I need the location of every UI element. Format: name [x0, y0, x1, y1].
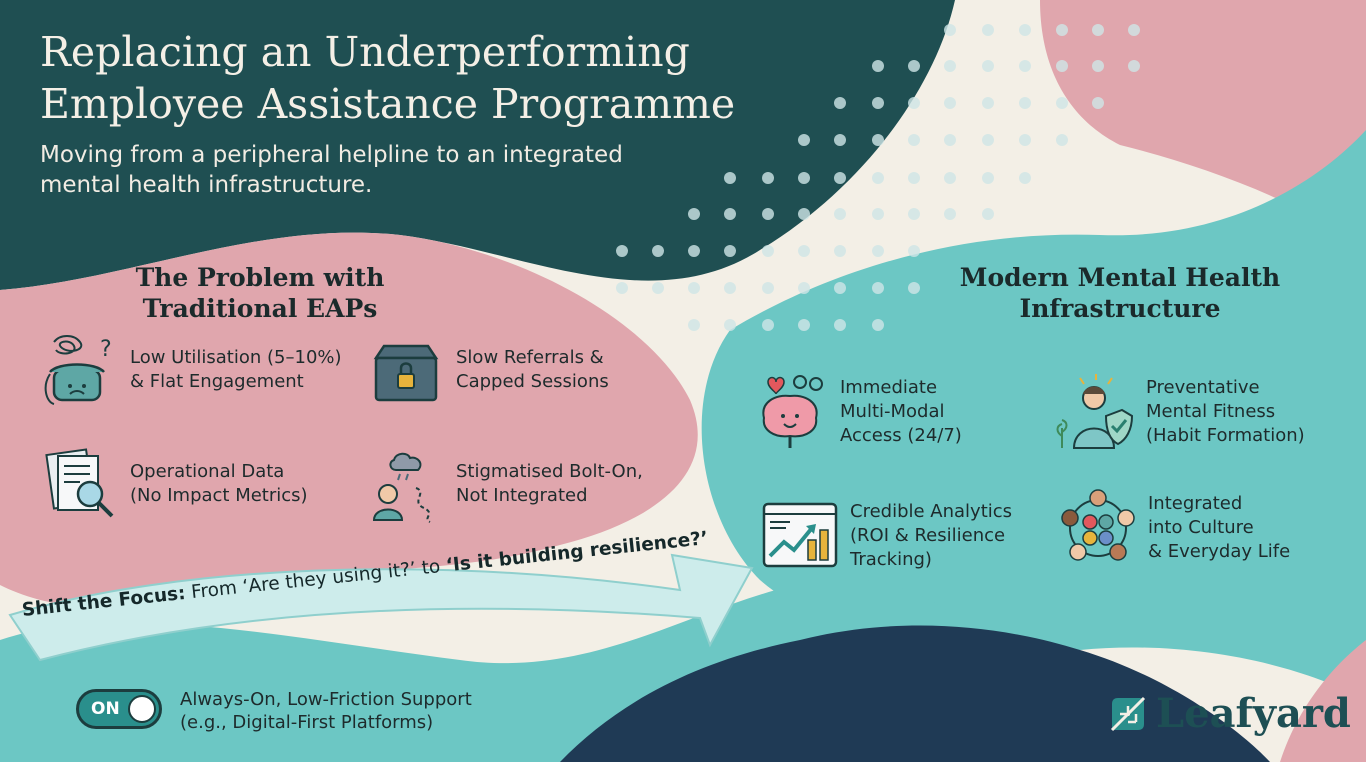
- brand-logo: Leafyard: [1108, 690, 1351, 737]
- leaf-logo-icon: [1110, 696, 1146, 731]
- person-shield-icon: [1056, 374, 1134, 449]
- people-circle-icon: [1061, 489, 1135, 561]
- rain-cloud-person-icon: [372, 452, 431, 523]
- problem-item-data: Operational Data (No Impact Metrics): [40, 444, 308, 524]
- modern-item-access: Immediate Multi-Modal Access (24/7): [750, 372, 962, 452]
- brain-gears-icon: [762, 375, 823, 448]
- modern-item-label: Immediate Multi-Modal Access (24/7): [840, 377, 962, 446]
- problem-item-utilisation: ? Low Utilisation (5–10%) & Flat Engagem…: [40, 330, 342, 410]
- toggle-knob: [128, 695, 156, 723]
- document-magnifier-icon: [45, 448, 114, 518]
- locked-box-icon: [373, 344, 439, 402]
- modern-item-fitness: Preventative Mental Fitness (Habit Forma…: [1056, 372, 1305, 452]
- page-subtitle: Moving from a peripheral helpline to an …: [40, 142, 623, 198]
- modern-item-culture: Integrated into Culture & Everyday Life: [1058, 488, 1290, 568]
- problem-item-referrals: Slow Referrals & Capped Sessions: [366, 330, 609, 410]
- problem-item-label: Stigmatised Bolt-On, Not Integrated: [456, 461, 643, 506]
- always-on-toggle[interactable]: ON: [76, 689, 162, 729]
- title-line-2: Employee Assistance Programme: [40, 80, 736, 128]
- modern-item-label: Credible Analytics (ROI & Resilience Tra…: [850, 501, 1013, 570]
- modern-item-label: Preventative Mental Fitness (Habit Forma…: [1146, 377, 1305, 446]
- problem-item-label: Slow Referrals & Capped Sessions: [456, 347, 609, 392]
- problem-heading: The Problem with Traditional EAPs: [135, 263, 385, 323]
- toggle-label: Always-On, Low-Friction Support (e.g., D…: [180, 689, 472, 733]
- modern-heading: Modern Mental Health Infrastructure: [959, 263, 1281, 323]
- modern-item-label: Integrated into Culture & Everyday Life: [1148, 493, 1291, 562]
- brand-name: Leafyard: [1156, 690, 1351, 737]
- analytics-chart-icon: [762, 502, 838, 568]
- svg-text:?: ?: [100, 337, 112, 362]
- problem-item-label: Operational Data (No Impact Metrics): [130, 461, 308, 506]
- modern-item-analytics: Credible Analytics (ROI & Resilience Tra…: [760, 496, 1012, 576]
- problem-item-label: Low Utilisation (5–10%) & Flat Engagemen…: [130, 347, 342, 392]
- title-line-1: Replacing an Underperforming: [40, 28, 690, 76]
- page-title: Replacing an Underperforming Employee As…: [40, 26, 800, 130]
- focus-arrow: [8, 553, 754, 662]
- tangled-phone-icon: ?: [44, 335, 112, 405]
- problem-item-stigma: Stigmatised Bolt-On, Not Integrated: [366, 444, 643, 524]
- toggle-state: ON: [91, 699, 120, 719]
